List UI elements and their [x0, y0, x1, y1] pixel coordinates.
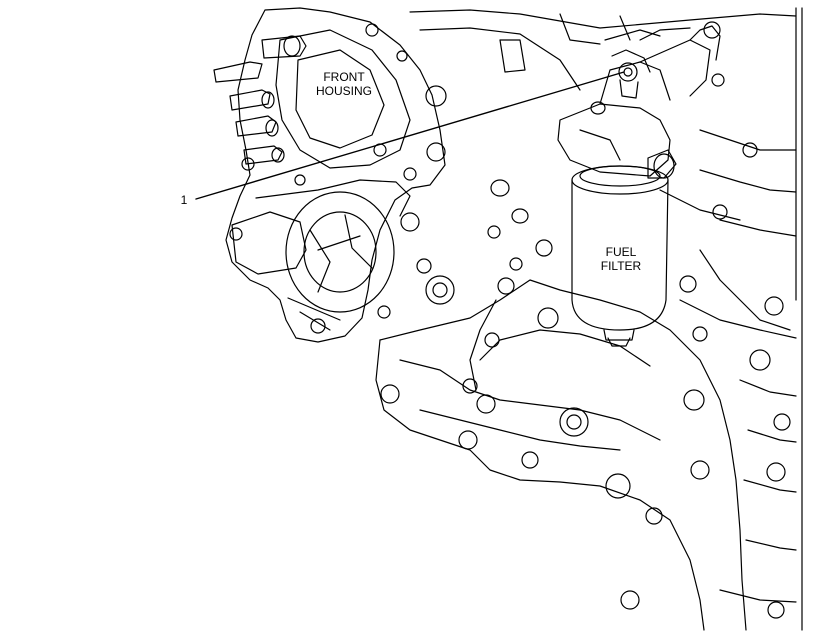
fuel-filter-head: [557, 21, 721, 179]
front-housing-label: FRONT HOUSING: [306, 70, 382, 98]
fuel-filter-label-line-2: FILTER: [600, 259, 642, 273]
front-housing-label-line-1: FRONT: [323, 70, 365, 84]
callout-1-number: 1: [180, 193, 188, 207]
fuel-filter-canister: [571, 165, 669, 347]
callout-1-leader: [195, 71, 625, 200]
front-housing-outline: [225, 7, 446, 343]
block-bolts-and-bosses: [377, 73, 791, 619]
front-housing-bosses: [229, 23, 417, 241]
front-housing-studs: [213, 35, 307, 165]
front-housing-label-line-2: HOUSING: [315, 84, 372, 98]
frame-edge: [795, 7, 803, 631]
fuel-filter-label-line-1: FUEL: [605, 245, 637, 259]
engine-block-outline: [375, 9, 797, 631]
fuel-filter-label: FUEL FILTER: [586, 245, 656, 273]
